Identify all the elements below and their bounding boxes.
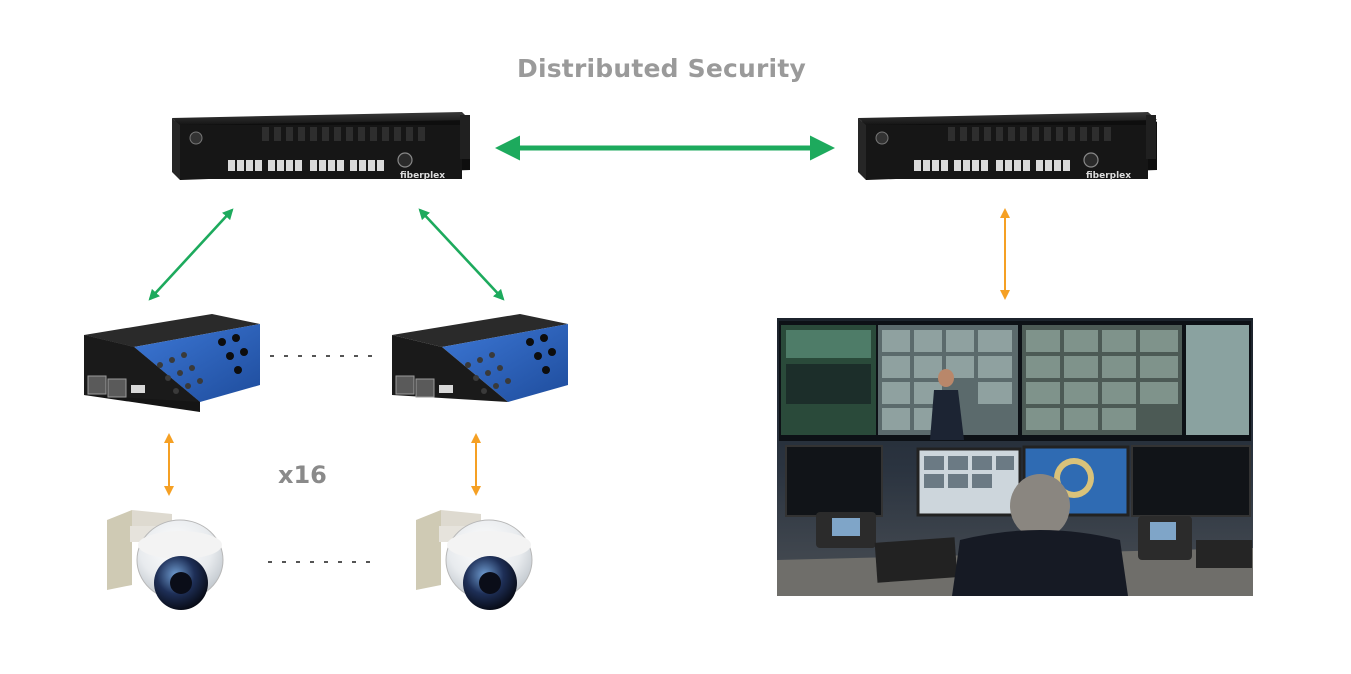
link-rack-to-converter-left: [148, 208, 234, 301]
link-rack-to-converter-right: [418, 208, 505, 301]
diagram-title: Distributed Security: [517, 54, 806, 83]
dome-camera-right: [416, 510, 533, 610]
rack-switch-right: fiberplex: [858, 112, 1157, 181]
media-converter-right: [392, 314, 568, 402]
control-room-photo: [777, 318, 1253, 596]
dome-camera-left: [107, 510, 224, 610]
rack-brand-right: fiberplex: [1086, 171, 1131, 181]
rack-brand-left: fiberplex: [400, 171, 445, 181]
rack-switch-left: fiberplex: [172, 112, 470, 181]
media-converter-left: [84, 314, 260, 412]
camera-count-label: x16: [278, 461, 327, 489]
